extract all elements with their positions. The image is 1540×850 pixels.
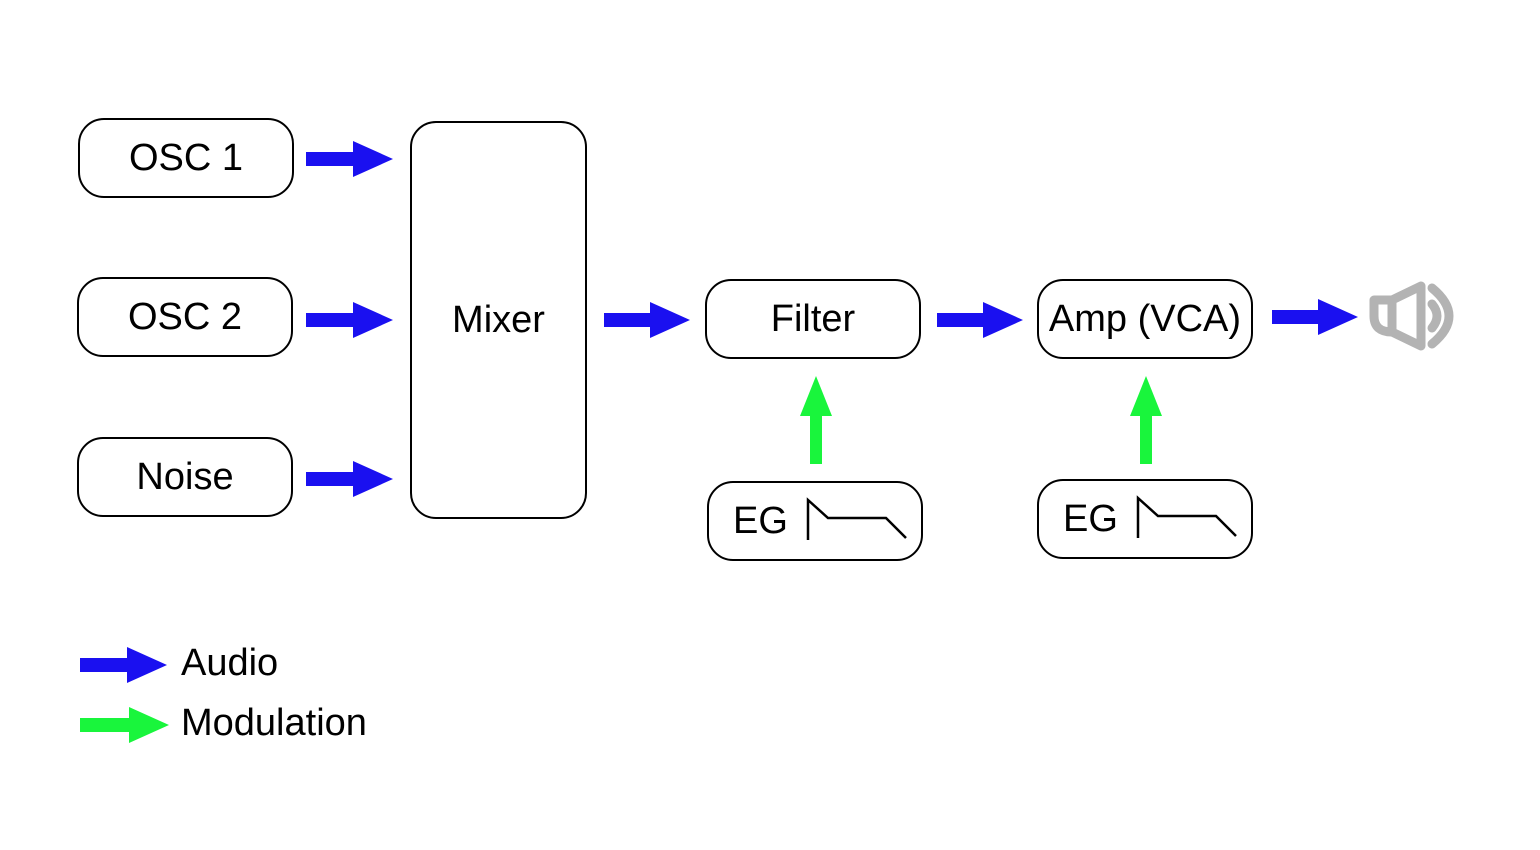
amp-to-speaker-arrow	[1272, 299, 1358, 335]
amp-eg-to-amp-arrow	[1130, 376, 1162, 464]
filter-box: Filter	[705, 279, 921, 359]
filter-eg-box: EG	[707, 481, 923, 561]
legend-audio-label: Audio	[181, 642, 279, 684]
noise-label: Noise	[136, 455, 234, 498]
osc1-to-mixer-arrow	[306, 141, 393, 177]
mixer-box: Mixer	[410, 121, 587, 519]
amp-box: Amp (VCA)	[1037, 279, 1253, 359]
legend-modulation-label: Modulation	[181, 702, 367, 744]
osc1-label: OSC 1	[128, 136, 244, 179]
legend-modulation-arrow	[80, 707, 169, 743]
amp-eg-box: EG	[1037, 479, 1253, 559]
filter-to-amp-arrow	[937, 302, 1023, 338]
osc1-box: OSC 1	[78, 118, 294, 198]
envelope-icon	[1136, 495, 1237, 538]
noise-to-mixer-arrow	[306, 461, 393, 497]
legend-audio-arrow	[80, 647, 167, 683]
filter-eg-label: EG	[733, 499, 788, 542]
osc2-box: OSC 2	[77, 277, 293, 357]
speaker-icon	[1369, 281, 1454, 351]
mixer-label: Mixer	[452, 298, 545, 341]
noise-box: Noise	[77, 437, 293, 517]
amp-eg-label: EG	[1063, 497, 1118, 540]
amp-label: Amp (VCA)	[1048, 297, 1242, 340]
mixer-to-filter-arrow	[604, 302, 690, 338]
osc2-label: OSC 2	[127, 295, 243, 338]
filter-eg-to-filter-arrow	[800, 376, 832, 464]
envelope-icon	[806, 497, 907, 540]
osc2-to-mixer-arrow	[306, 302, 393, 338]
filter-label: Filter	[770, 297, 856, 340]
